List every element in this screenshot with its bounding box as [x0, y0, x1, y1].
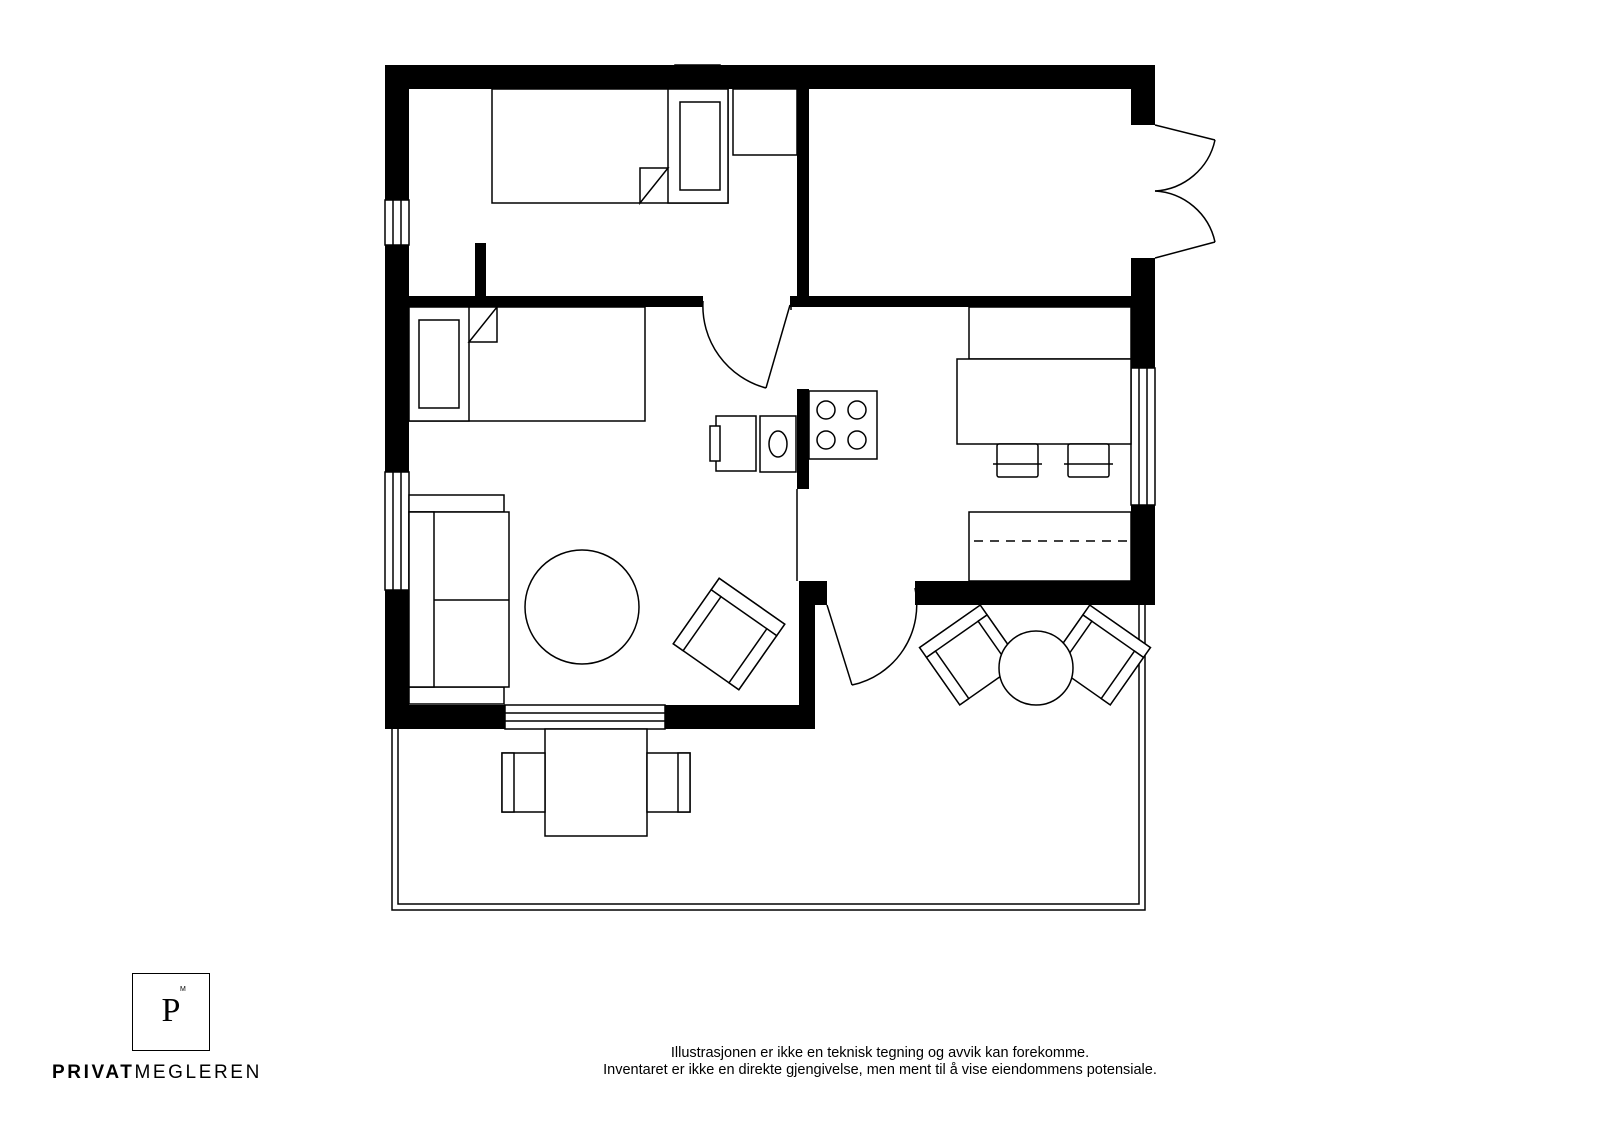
terrace-chair-left-back	[501, 752, 515, 813]
wall-bottom-left	[385, 705, 505, 729]
wall-right-mid	[1131, 258, 1155, 368]
door-entry-leaf	[826, 604, 853, 686]
stove-burner-3	[816, 430, 836, 450]
brand-logo: P M	[132, 973, 210, 1051]
desk-edge	[709, 425, 721, 462]
brand-name-regular: MEGLEREN	[134, 1062, 262, 1083]
disclaimer-line-2: Inventaret er ikke en direkte gjengivels…	[603, 1062, 1157, 1078]
window-left-upper	[384, 199, 410, 246]
stove-burner-4	[847, 430, 867, 450]
disclaimer: Illustrasjonen er ikke en teknisk tegnin…	[380, 1045, 1380, 1079]
doors	[702, 124, 1216, 686]
terrace	[391, 605, 1146, 911]
wall-entry-bottom	[915, 581, 1155, 605]
wall-short-stub	[475, 243, 486, 298]
wardrobe-upper	[732, 88, 798, 156]
chair-dining-1	[996, 443, 1039, 478]
window-left-lower	[384, 471, 410, 591]
brand-name-bold: PRIVAT	[52, 1062, 135, 1083]
brand-mark-superscript: M	[180, 986, 186, 993]
sofa-back-bottom	[408, 686, 505, 705]
kitchen-counter-lower	[968, 511, 1132, 582]
dining-table	[956, 358, 1132, 445]
door-entry-swing	[851, 587, 918, 686]
terrace-chair-right-back	[677, 752, 691, 813]
disclaimer-line-1: Illustrasjonen er ikke en teknisk tegnin…	[670, 1045, 1090, 1061]
door-double-swing-bottom	[1154, 190, 1216, 243]
bistro-chair-right	[1048, 604, 1152, 706]
walls	[385, 65, 1155, 729]
wall-entry-stub	[815, 581, 827, 605]
wall-bottom-mid	[665, 705, 815, 729]
furniture	[408, 88, 1152, 837]
bed-lower-fold	[467, 304, 498, 343]
wall-vertical-center	[797, 89, 809, 301]
window-right	[1130, 367, 1156, 506]
door-double-leaf-bottom	[1154, 241, 1216, 259]
armchair-living	[672, 577, 786, 691]
stove-burner-2	[847, 400, 867, 420]
wall-horizontal-left	[409, 296, 703, 307]
pillow-lower	[418, 319, 460, 409]
wall-right-upper	[1131, 65, 1155, 125]
wall-horizontal-right	[797, 296, 1131, 307]
pillow-upper	[679, 101, 721, 191]
sofa-back-top	[408, 494, 505, 513]
wall-left-upper	[385, 65, 409, 200]
wall-top	[385, 65, 1155, 89]
brand-mark-letter: P	[161, 992, 181, 1029]
window-bottom	[504, 704, 666, 730]
stove-burner-1	[816, 400, 836, 420]
bistro-chair-left	[918, 604, 1022, 706]
stove	[808, 390, 878, 460]
wall-left-mid	[385, 245, 409, 472]
door-bedroom-leaf	[765, 304, 791, 389]
door-double-leaf-top	[1154, 124, 1216, 141]
door-bedroom-swing	[702, 300, 767, 389]
brand-name: PRIVATMEGLEREN	[52, 1062, 262, 1084]
terrace-table	[544, 728, 648, 837]
windows	[384, 64, 1156, 730]
sink-bowl	[768, 430, 788, 458]
terrace-outline	[391, 605, 1146, 911]
wall-horizontal-stub	[790, 296, 798, 307]
desk	[715, 415, 757, 472]
kitchen-counter-top	[968, 306, 1132, 360]
coffee-table	[524, 549, 640, 665]
chair-dining-2	[1067, 443, 1110, 478]
terrace-outline-inner	[397, 605, 1140, 905]
door-double-swing-top	[1154, 139, 1216, 192]
sofa-seat	[408, 511, 435, 688]
wall-lower-right-vertical	[799, 581, 815, 729]
bistro-table	[998, 630, 1074, 706]
bed-upper-fold	[639, 167, 670, 206]
wall-kitchen-divider	[797, 389, 809, 489]
